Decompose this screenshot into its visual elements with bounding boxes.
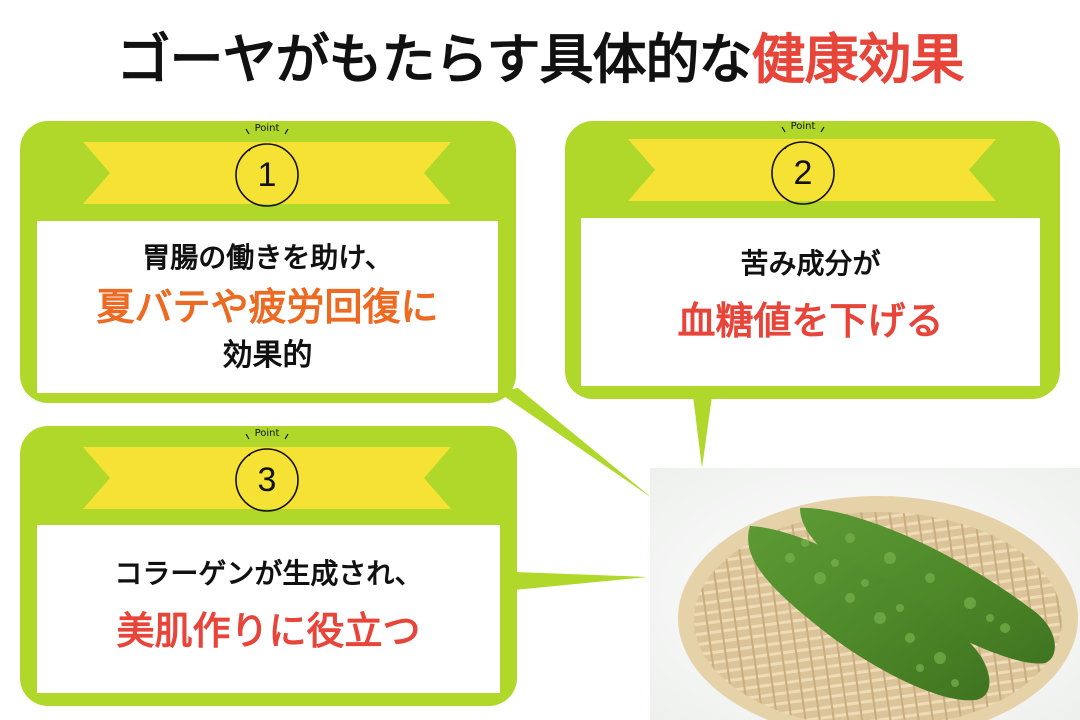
- goya-back: [800, 507, 1055, 664]
- point-line-1: コラーゲンが生成され、: [114, 557, 423, 590]
- point-text-panel: 胃腸の働きを助け、 夏バテや疲労回復に 効果的: [37, 221, 498, 393]
- point-line-1: 苦み成分が: [740, 247, 881, 280]
- tail-point-3: [514, 572, 648, 590]
- point-line-2: 血糖値を下げる: [677, 299, 944, 343]
- point-label: Point: [254, 428, 280, 439]
- point-number: 2: [793, 154, 813, 192]
- point-line-2: 美肌作りに役立つ: [116, 609, 421, 653]
- point-badge: Point 2: [771, 119, 835, 209]
- goya-front: [748, 526, 990, 701]
- point-card-2: Point 2 苦み成分が 血糖値を下げる: [565, 121, 1060, 399]
- title-main: ゴーヤがもたらす具体的な: [116, 28, 753, 91]
- ribbon-banner: [83, 142, 451, 204]
- point-text-panel: コラーゲンが生成され、 美肌作りに役立つ: [37, 525, 500, 693]
- ribbon-banner: [83, 447, 451, 509]
- point-text-panel: 苦み成分が 血糖値を下げる: [581, 218, 1040, 386]
- ribbon-banner: [628, 139, 996, 201]
- point-badge-circle: [771, 126, 835, 205]
- tail-point-2: [693, 396, 712, 468]
- point-card-3: Point 3 コラーゲンが生成され、 美肌作りに役立つ: [20, 426, 517, 706]
- point-label: Point: [790, 121, 816, 132]
- tail-point-1: [498, 388, 652, 498]
- point-number: 1: [257, 156, 277, 194]
- point-badge: Point 3: [235, 426, 299, 516]
- point-line-2: 夏バテや疲労回復に: [96, 285, 439, 329]
- point-label: Point: [254, 123, 280, 134]
- title-accent: 健康効果: [751, 28, 964, 91]
- point-line-1: 胃腸の働きを助け、: [142, 241, 393, 274]
- goya-photo: [650, 468, 1080, 720]
- page-title: ゴーヤがもたらす具体的な健康効果: [0, 22, 1080, 98]
- point-badge: Point 1: [235, 121, 299, 211]
- point-badge-circle: [235, 433, 299, 512]
- point-line-3: 効果的: [222, 338, 313, 373]
- point-card-1: Point 1 胃腸の働きを助け、 夏バテや疲労回復に 効果的: [20, 121, 516, 403]
- point-badge-circle: [235, 128, 299, 207]
- point-number: 3: [257, 461, 277, 499]
